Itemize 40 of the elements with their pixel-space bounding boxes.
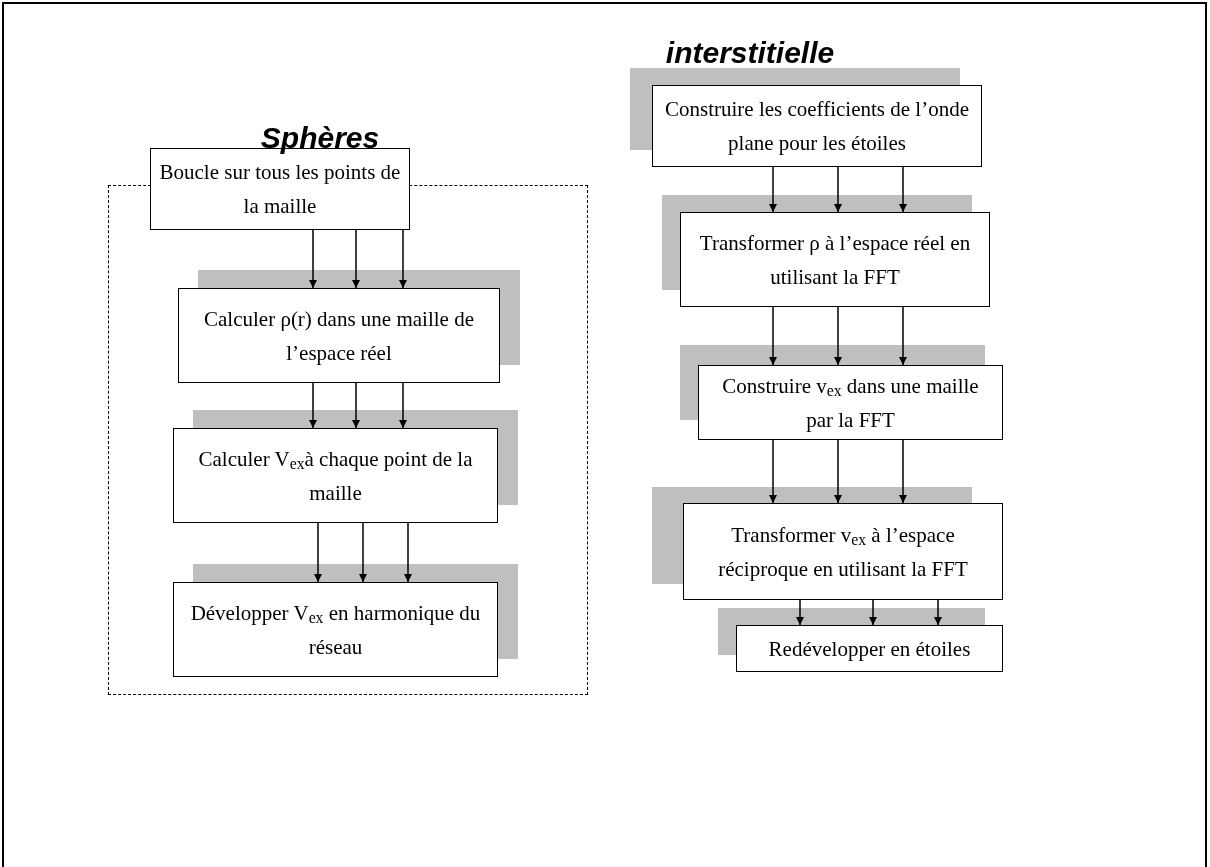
- arrow: [869, 599, 877, 626]
- process-box: [173, 428, 498, 523]
- box-text: Transformer ρ à l’espace réel en utilisant la FFT: [698, 229, 972, 291]
- arrow: [399, 382, 407, 429]
- arrow: [352, 229, 360, 289]
- process-box: [736, 625, 1003, 672]
- box-text: Développer V$_{ex}$ en harmonique du réseau: [189, 599, 482, 661]
- process-box: [698, 365, 1003, 440]
- arrow: [404, 522, 412, 583]
- process-box: [652, 85, 982, 167]
- arrow: [834, 306, 842, 366]
- arrow: [899, 166, 907, 213]
- arrow: [934, 599, 942, 626]
- arrow: [899, 306, 907, 366]
- arrow: [796, 599, 804, 626]
- arrow: [899, 439, 907, 504]
- box-text: Calculer V$_{ex}$à chaque point de la maille: [197, 445, 474, 507]
- arrow: [309, 382, 317, 429]
- box-text: Redévelopper en étoiles: [768, 635, 971, 663]
- process-box: [173, 582, 498, 677]
- arrow: [834, 439, 842, 504]
- process-box: [680, 212, 990, 307]
- box-text: Construire v$_{ex}$ dans une maille par la FFT: [721, 372, 980, 434]
- process-box: [683, 503, 1003, 600]
- box-text: Calculer ρ(r) dans une maille de l’espace réel: [203, 305, 475, 367]
- box-text: Boucle sur tous les points de la maille: [159, 159, 401, 220]
- arrow: [769, 306, 777, 366]
- arrow: [314, 522, 322, 583]
- box-text: Transformer v$_{ex}$ à l’espace réciproque en utilisant la FFT: [717, 521, 969, 583]
- arrow: [834, 166, 842, 213]
- process-box: [178, 288, 500, 383]
- section-heading: Sphères: [259, 120, 381, 156]
- box-text: Construire les coefficients de l’onde plane pour les étoiles: [664, 96, 970, 157]
- arrow: [769, 166, 777, 213]
- arrow: [769, 439, 777, 504]
- arrow: [352, 382, 360, 429]
- arrow: [359, 522, 367, 583]
- arrow: [399, 229, 407, 289]
- arrow: [309, 229, 317, 289]
- section-heading: interstitielle: [664, 35, 836, 71]
